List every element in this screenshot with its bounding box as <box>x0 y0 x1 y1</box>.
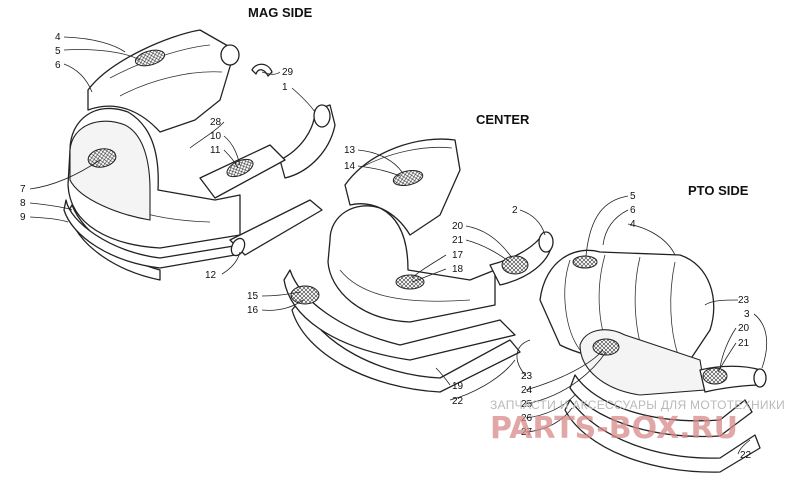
pto-side-assembly <box>539 249 767 473</box>
section-title-center: CENTER <box>476 112 530 127</box>
callout-label: 4 <box>630 219 636 230</box>
callout-label: 17 <box>452 250 464 261</box>
callout-label: 6 <box>55 60 61 71</box>
pto-upper-mesh <box>572 255 598 269</box>
mag-upper-cover <box>87 29 236 133</box>
center-lower-shell <box>291 299 521 393</box>
center-exhaust-duct <box>327 205 496 323</box>
center-callouts: 13 14 2 20 21 17 18 15 16 19 22 <box>247 145 518 407</box>
callout-label: 26 <box>521 413 533 424</box>
callout-label: 20 <box>738 323 750 334</box>
callout-label: 15 <box>247 291 259 302</box>
callout-label: 10 <box>210 131 222 142</box>
callout-label: 29 <box>282 67 294 78</box>
callout-label: 9 <box>20 212 26 223</box>
callout-label: 22 <box>452 396 464 407</box>
callout-label: 16 <box>247 305 259 316</box>
callout-label: 20 <box>452 221 464 232</box>
mag-inner-mesh <box>87 148 117 168</box>
callout-label: 5 <box>55 46 61 57</box>
callout-label: 21 <box>738 338 750 349</box>
callout-label: 23 <box>521 371 533 382</box>
callout-label: 2 <box>512 205 518 216</box>
mag-inner-shell <box>69 120 151 221</box>
center-assembly <box>283 138 554 393</box>
center-outlet-mesh <box>501 255 529 275</box>
callout-label: 27 <box>521 427 533 438</box>
callout-label: 7 <box>20 184 26 195</box>
watermark-logo-text: PARTS-BOX.RU <box>490 411 738 446</box>
callout-label: 3 <box>744 309 750 320</box>
pto-outlet-mesh <box>702 367 728 385</box>
callout-label: 5 <box>630 191 636 202</box>
callout-label: 1 <box>282 82 288 93</box>
callout-label: 14 <box>344 161 356 172</box>
callout-label: 6 <box>630 205 636 216</box>
callout-label: 12 <box>205 270 217 281</box>
watermark: ЗАПЧАСТИ И АКСЕССУАРЫ ДЛЯ МОТОТЕХНИКИ PA… <box>490 398 785 446</box>
pto-duct-mesh <box>592 338 620 356</box>
callout-label: 22 <box>740 450 752 461</box>
mag-callouts: 4 5 6 29 1 28 10 11 7 8 9 12 <box>20 32 294 281</box>
center-heat-shield <box>283 269 516 361</box>
callout-label: 19 <box>452 381 464 392</box>
center-upper-mesh <box>392 169 424 187</box>
mag-clamp <box>251 63 273 77</box>
leader-lines <box>29 36 768 455</box>
section-title-pto: PTO SIDE <box>688 183 749 198</box>
section-title-mag: MAG SIDE <box>248 5 313 20</box>
watermark-tagline: ЗАПЧАСТИ И АКСЕССУАРЫ ДЛЯ МОТОТЕХНИКИ <box>490 398 785 412</box>
pto-callouts: 5 6 4 23 3 20 21 23 24 25 26 27 22 <box>521 191 752 461</box>
callout-label: 24 <box>521 385 533 396</box>
center-duct-mesh <box>395 274 425 290</box>
callout-label: 13 <box>344 145 356 156</box>
callout-label: 11 <box>210 145 221 156</box>
callout-label: 23 <box>738 295 750 306</box>
callout-label: 8 <box>20 198 26 209</box>
callout-label: 28 <box>210 117 222 128</box>
center-left-mesh <box>290 285 320 305</box>
callout-label: 21 <box>452 235 464 246</box>
callout-label: 4 <box>55 32 61 43</box>
mag-side-assembly <box>63 29 336 281</box>
center-upper-cover <box>344 138 461 236</box>
mag-upper-mesh <box>134 49 166 67</box>
callout-label: 18 <box>452 264 464 275</box>
callout-label: 25 <box>521 399 533 410</box>
pto-heat-shield <box>569 374 753 438</box>
mag-inlet-flange <box>220 44 240 66</box>
pto-lower-shell <box>564 399 761 473</box>
